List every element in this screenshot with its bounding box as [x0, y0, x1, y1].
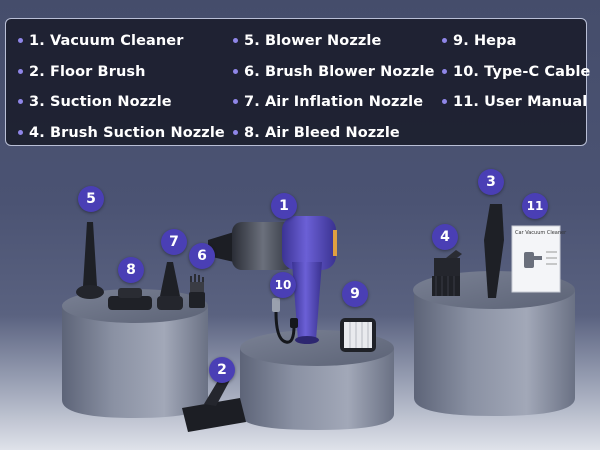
bullet-icon	[18, 68, 23, 74]
bullet-icon	[18, 37, 23, 43]
badge-suction-nozzle: 3	[478, 169, 504, 195]
hepa-filter	[340, 318, 376, 352]
badge-brush-suction-nozzle: 4	[432, 224, 458, 250]
badge-brush-blower-nozzle: 6	[189, 243, 215, 269]
badge-blower-nozzle: 5	[78, 186, 104, 212]
legend-item-hepa: 9. Hepa	[442, 33, 516, 49]
brush-blower-nozzle	[189, 274, 205, 308]
bullet-icon	[233, 98, 238, 104]
badge-air-bleed-nozzle: 8	[118, 257, 144, 283]
legend-item-type-c-cable: 10. Type-C Cable	[442, 64, 591, 80]
type-c-cable	[272, 298, 298, 344]
brush-suction-nozzle	[432, 250, 462, 296]
legend-item-air-inflation-nozzle: 7. Air Inflation Nozzle	[233, 94, 423, 110]
badge-vacuum-cleaner: 1	[271, 193, 297, 219]
bullet-icon	[233, 68, 238, 74]
suction-nozzle	[484, 204, 504, 298]
legend-item-blower-nozzle: 5. Blower Nozzle	[233, 33, 381, 49]
badge-type-c-cable: 10	[270, 272, 296, 298]
bullet-icon	[18, 98, 23, 104]
legend-item-floor-brush: 2. Floor Brush	[18, 64, 146, 80]
badge-air-inflation-nozzle: 7	[161, 229, 187, 255]
bullet-icon	[442, 37, 447, 43]
badge-hepa: 9	[342, 281, 368, 307]
legend-item-vacuum-cleaner: 1. Vacuum Cleaner	[18, 33, 184, 49]
badge-user-manual: 11	[522, 193, 548, 219]
bullet-icon	[442, 68, 447, 74]
legend-item-suction-nozzle: 3. Suction Nozzle	[18, 94, 172, 110]
bullet-icon	[233, 37, 238, 43]
badge-floor-brush: 2	[209, 357, 235, 383]
manual-title: Car Vacuum Cleaner	[515, 230, 567, 236]
bullet-icon	[442, 98, 447, 104]
air-inflation-nozzle	[157, 262, 183, 310]
user-manual: Car Vacuum Cleaner	[511, 225, 567, 293]
air-bleed-nozzle	[108, 288, 152, 310]
blower-nozzle	[76, 222, 104, 299]
legend-item-air-bleed-nozzle: 8. Air Bleed Nozzle	[233, 125, 400, 141]
accessory-legend: 1. Vacuum Cleaner 2. Floor Brush 3. Suct…	[5, 18, 590, 146]
legend-item-brush-blower-nozzle: 6. Brush Blower Nozzle	[233, 64, 435, 80]
bullet-icon	[233, 129, 238, 135]
bullet-icon	[18, 129, 23, 135]
legend-item-user-manual: 11. User Manual	[442, 94, 587, 110]
legend-item-brush-suction-nozzle: 4. Brush Suction Nozzle	[18, 125, 225, 141]
